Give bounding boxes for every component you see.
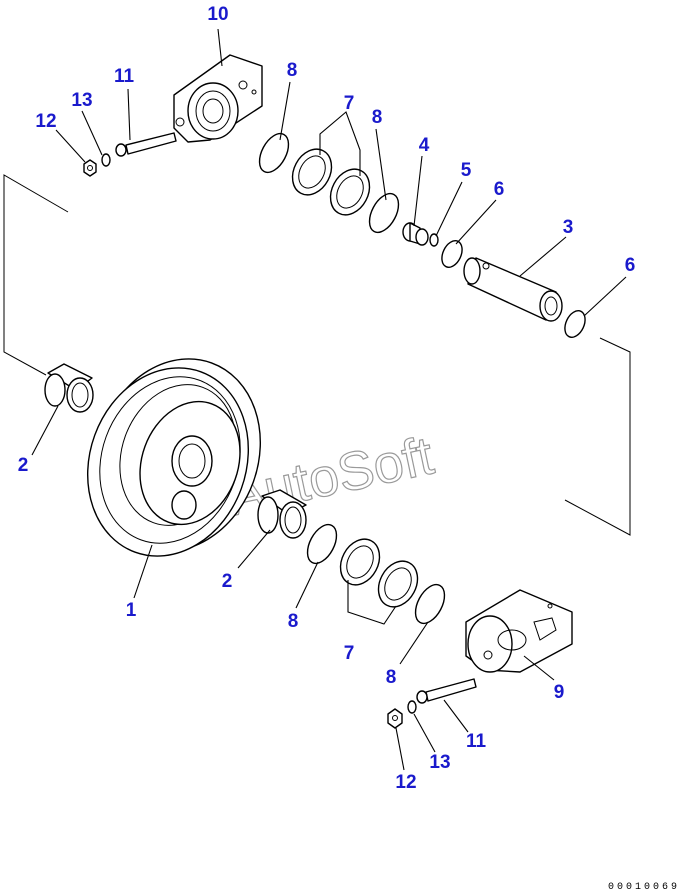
- callout-9: 9: [554, 682, 565, 703]
- callout-1: 1: [126, 600, 137, 621]
- callout-8-b: 8: [372, 107, 383, 128]
- callout-13-lower: 13: [429, 752, 450, 773]
- nut-lower: [387, 708, 403, 729]
- callout-6-lower: 6: [625, 255, 636, 276]
- nut-upper: [83, 159, 97, 177]
- callout-13-upper: 13: [71, 90, 92, 111]
- o-ring-8-a: [258, 132, 290, 174]
- bushing-upper: [44, 363, 94, 413]
- drawing-number: 00010069: [608, 882, 680, 892]
- assembly-frame-lines: [3, 174, 631, 536]
- callout-11-upper: 11: [114, 66, 135, 87]
- shaft: [463, 257, 563, 322]
- o-ring-8-d: [414, 583, 446, 625]
- floating-seal-upper: [291, 148, 371, 216]
- o-ring-upper: [441, 240, 463, 268]
- o-ring-8-b: [368, 192, 400, 234]
- washer-lower: [407, 700, 417, 714]
- callout-3: 3: [563, 217, 574, 238]
- callout-5: 5: [461, 160, 472, 181]
- callout-12-upper: 12: [35, 111, 56, 132]
- support-lower: [465, 589, 573, 673]
- callout-6-upper: 6: [494, 179, 505, 200]
- callout-10: 10: [207, 4, 228, 25]
- floating-seal-lower: [339, 538, 419, 608]
- callout-labels: 10 11 13 12 8 7 8 4 5 6 3 6 2 1 2 8 7 8 …: [18, 4, 636, 793]
- callout-4: 4: [419, 135, 430, 156]
- support-upper: [173, 54, 263, 143]
- callout-2-upper: 2: [18, 455, 29, 476]
- callout-11-lower: 11: [466, 731, 487, 752]
- callout-8-a: 8: [287, 60, 298, 81]
- o-ring-lower: [564, 310, 586, 338]
- washer-upper: [101, 153, 111, 167]
- callout-12-lower: 12: [395, 772, 416, 793]
- bolt-lower: [416, 678, 477, 704]
- leader-lines: [31, 28, 627, 771]
- callout-8-d: 8: [386, 667, 397, 688]
- o-ring-8-c: [306, 523, 338, 565]
- callout-7-lower: 7: [344, 643, 355, 664]
- plug: [402, 222, 429, 246]
- callout-8-c: 8: [288, 611, 299, 632]
- bolt-upper: [115, 132, 177, 157]
- callout-7-upper: 7: [344, 93, 355, 114]
- o-ring-small: [429, 233, 439, 247]
- callout-2-lower: 2: [222, 571, 233, 592]
- idler-wheel: [86, 358, 262, 557]
